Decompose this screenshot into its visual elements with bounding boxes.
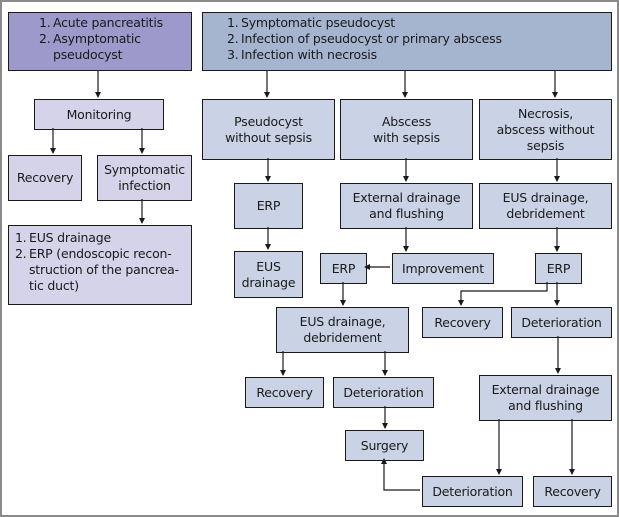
left-header-item-2: 2.Asymptomatic pseudocyst [39,31,141,62]
recovery-right1-box: Recovery [422,307,503,338]
eus-debridement-col3-box: EUS drainage, debridement [479,183,612,229]
right-header-item-3: 3.Infection with necrosis [227,47,377,62]
right-header-item-1: 1.Symptomatic pseudocyst [227,15,395,30]
pseudocyst-without-sepsis-box: Pseudocyst without sepsis [202,99,335,160]
recovery-mid-box: Recovery [245,377,324,408]
recovery-left-box: Recovery [8,155,82,201]
treatment-item-2: 2.ERP (endoscopic recon- struction of th… [15,246,179,293]
monitoring-box: Monitoring [34,99,164,130]
erp-col1-box: ERP [234,183,303,229]
treatment-list-box: 1.EUS drainage 2.ERP (endoscopic recon- … [8,225,192,305]
left-header-box: 1.Acute pancreatitis 2.Asymptomatic pseu… [8,12,192,71]
symptomatic-infection-box: Symptomatic infection [97,155,192,201]
recovery-bottom-box: Recovery [533,476,612,507]
eus-debridement-mid-box: EUS drainage, debridement [276,307,409,353]
improvement-box: Improvement [392,253,494,284]
external-drainage-col2-box: External drainage and flushing [340,183,473,229]
right-header-box: 1.Symptomatic pseudocyst 2.Infection of … [202,12,612,71]
necrosis-abscess-box: Necrosis, abscess without sepsis [479,99,612,160]
right-header-item-2: 2.Infection of pseudocyst or primary abs… [227,31,502,46]
treatment-item-1: 1.EUS drainage [15,230,111,245]
erp-mid-box: ERP [320,253,367,284]
abscess-with-sepsis-box: Abscess with sepsis [340,99,473,160]
external-drainage-right-box: External drainage and flushing [479,375,612,421]
deterioration-mid-box: Deterioration [333,377,434,408]
eus-drainage-col1-box: EUS drainage [234,251,303,298]
deterioration-bottom-box: Deterioration [422,476,523,507]
deterioration-right1-box: Deterioration [511,307,612,338]
arrow-erp-right-to-recovery [458,282,548,306]
left-header-item-1: 1.Acute pancreatitis [39,15,163,30]
arrow-deterioration-to-surgery-loop [381,458,420,491]
surgery-box: Surgery [345,430,424,461]
erp-right-box: ERP [535,253,582,284]
